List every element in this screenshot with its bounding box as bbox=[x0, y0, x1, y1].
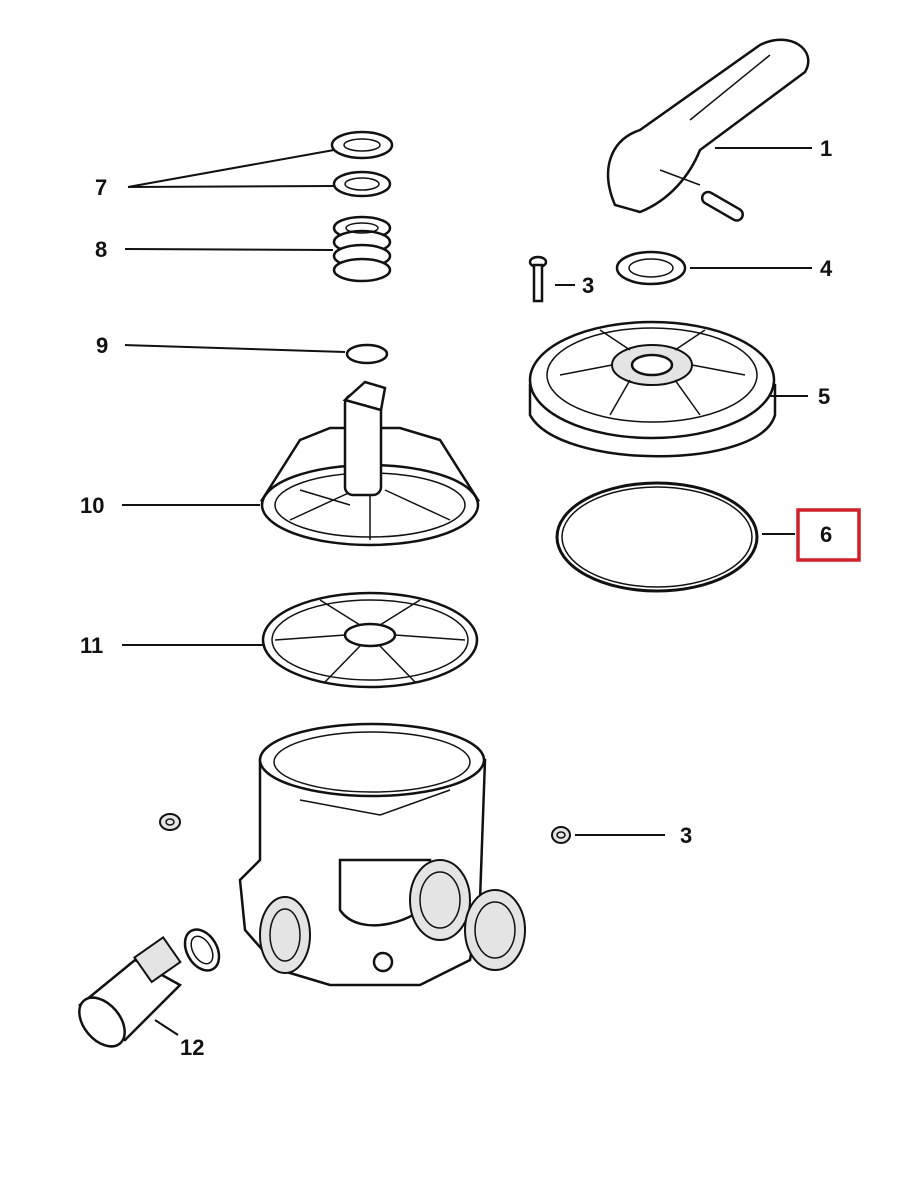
leader-line-8 bbox=[124, 248, 334, 251]
drain-plug-part-12 bbox=[77, 928, 221, 1048]
callout-1: 1 bbox=[820, 136, 832, 161]
nut-left bbox=[159, 813, 181, 831]
cover-part-5 bbox=[528, 320, 777, 458]
small-o-ring-part-9 bbox=[345, 343, 389, 365]
callout-3-screw: 3 bbox=[582, 273, 594, 298]
cover-gasket-inner-edge bbox=[561, 486, 753, 588]
callout-5: 5 bbox=[818, 384, 830, 409]
screw-part-3 bbox=[528, 255, 548, 303]
leader-line-7a bbox=[127, 149, 335, 188]
o-rings-part-7 bbox=[330, 130, 394, 198]
callout-11: 11 bbox=[80, 633, 103, 658]
callout-12: 12 bbox=[180, 1035, 204, 1060]
washer-part-4 bbox=[615, 250, 687, 286]
callout-10: 10 bbox=[80, 493, 104, 518]
callout-9: 9 bbox=[96, 333, 108, 358]
nut-part-3 bbox=[551, 826, 571, 844]
handle-part-1 bbox=[606, 38, 810, 222]
leader-line-9 bbox=[124, 344, 346, 353]
highlight-box-6 bbox=[796, 508, 861, 562]
cover-gasket-part-6 bbox=[555, 481, 759, 593]
rotor-part-10 bbox=[259, 380, 481, 547]
callout-6: 6 bbox=[820, 522, 832, 547]
callout-3-nut: 3 bbox=[680, 823, 692, 848]
callout-7: 7 bbox=[95, 175, 107, 200]
valve-body bbox=[238, 722, 526, 987]
callout-4: 4 bbox=[820, 256, 833, 281]
leader-line-7b bbox=[127, 185, 335, 188]
callout-8: 8 bbox=[95, 237, 107, 262]
leader-line-12 bbox=[154, 1019, 179, 1036]
spider-gasket-part-11 bbox=[261, 591, 479, 689]
spring-part-8 bbox=[332, 215, 392, 283]
